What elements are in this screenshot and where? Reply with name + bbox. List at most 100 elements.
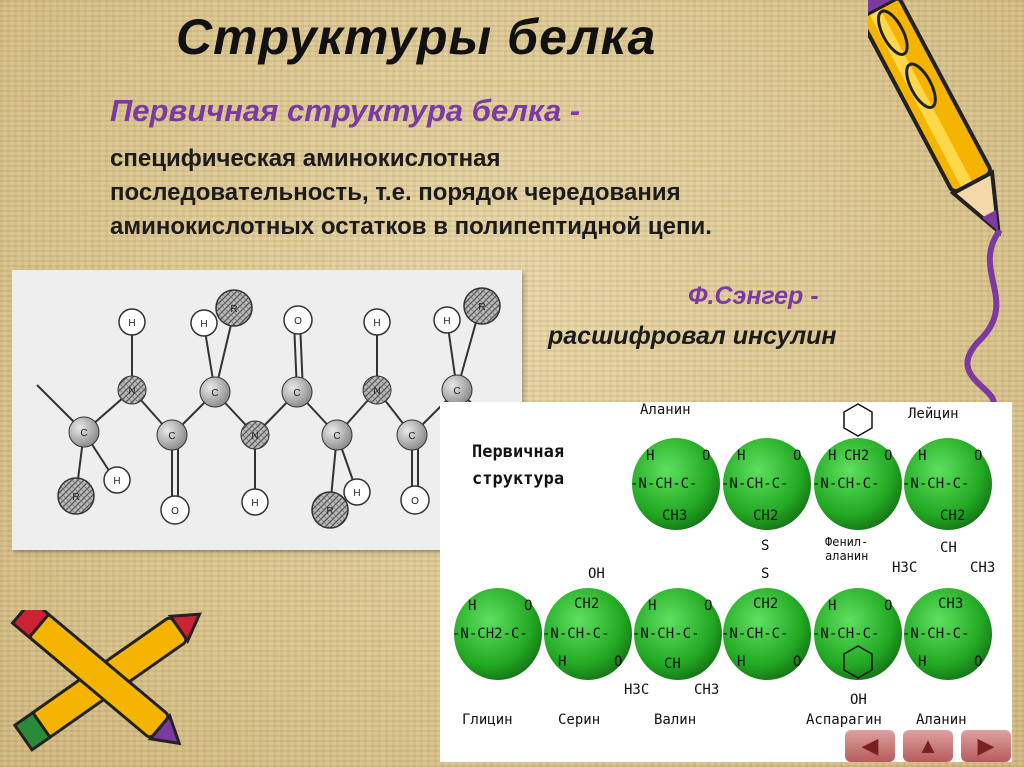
atom-label: C — [333, 431, 340, 442]
residue-name: Серин — [558, 712, 600, 728]
group-label: CH3 — [694, 682, 719, 698]
atom-label: S — [761, 566, 769, 582]
atom-label: O — [884, 598, 892, 614]
group-label: CH — [664, 656, 681, 672]
atom-label: O — [524, 598, 532, 614]
residue-name: аланин — [825, 549, 868, 563]
residue-name: Аланин — [916, 712, 967, 728]
home-button[interactable]: ▲ — [903, 730, 953, 762]
atom-label: H — [828, 448, 836, 464]
residue-name: Валин — [654, 712, 696, 728]
group-label: CH3 — [938, 596, 963, 612]
atom-label: C — [408, 431, 415, 442]
navigation-bar: ◀ ▲ ▶ — [845, 728, 1015, 764]
residue-formula: -N-CH2-C- — [452, 626, 528, 642]
group-label: CH2 — [753, 596, 778, 612]
group-label: CH2 — [940, 508, 965, 524]
atom-label: R — [326, 506, 333, 517]
atom-label: H — [353, 488, 360, 499]
ball-stick-svg: H H H H H H H N N N C C C C C C C O O O … — [36, 287, 508, 529]
atom-label: H — [251, 498, 258, 509]
residue-name: Аланин — [640, 402, 691, 418]
atom-label: O — [884, 448, 892, 464]
residue-formula: -N-CH-C- — [902, 476, 969, 492]
atom-label: H — [373, 318, 380, 329]
benzene-ring-icon — [843, 403, 873, 437]
atom-label: C — [168, 431, 175, 442]
prev-slide-button[interactable]: ◀ — [845, 730, 895, 762]
atom-label: O — [793, 654, 801, 670]
atom-label: O — [702, 448, 710, 464]
group-label: CH2 — [844, 448, 869, 464]
residue-name: Аспарагин — [806, 712, 882, 728]
atom-label: O — [974, 448, 982, 464]
crayons-icon — [10, 610, 202, 752]
arrow-left-icon: ◀ — [861, 733, 879, 758]
residue-formula: -N-CH-C- — [542, 626, 609, 642]
atom-label: H — [558, 654, 566, 670]
atom-label: H — [468, 598, 476, 614]
sanger-description: расшифровал инсулин — [548, 322, 837, 350]
residue-formula: -N-CH-C- — [721, 626, 788, 642]
sanger-name: Ф.Сэнгер - — [688, 282, 819, 310]
benzene-ring-icon — [843, 645, 873, 679]
diagram-label: структура — [472, 469, 564, 489]
residue-formula: -N-CH-C- — [812, 476, 879, 492]
primary-structure-svg: Первичная структура Аланин Лейцин Фенил-… — [452, 402, 995, 728]
slide-title: Структуры белка — [176, 9, 657, 65]
residue-formula: -N-CH-C- — [632, 626, 699, 642]
atom-label: C — [453, 386, 460, 397]
diagram-label: Первичная — [472, 442, 564, 462]
atom-label: H — [443, 316, 450, 327]
pencil-icon — [868, 0, 1001, 237]
definition-text: специфическая аминокислотная последовате… — [110, 142, 712, 244]
atom-label: O — [793, 448, 801, 464]
atom-label: H — [918, 654, 926, 670]
atom-label: O — [974, 654, 982, 670]
atom-label: N — [373, 386, 380, 397]
residue-formula: -N-CH-C- — [721, 476, 788, 492]
atom-label: R — [478, 302, 485, 313]
atom-label: C — [293, 388, 300, 399]
atom-label: S — [761, 538, 769, 554]
atom-label: O — [294, 316, 302, 327]
atom-label: H — [737, 448, 745, 464]
definition-heading: Первичная структура белка - — [110, 93, 581, 128]
atom-label: C — [211, 388, 218, 399]
atom-label: R — [230, 304, 237, 315]
residue-formula: -N-CH-C- — [902, 626, 969, 642]
group-label: CH3 — [970, 560, 995, 576]
atom-label: R — [72, 492, 79, 503]
atom-label: O — [411, 496, 419, 507]
atom-label: C — [80, 428, 87, 439]
residue-formula: -N-CH-C- — [630, 476, 697, 492]
group-label: CH3 — [662, 508, 687, 524]
group-label: H3C — [892, 560, 917, 576]
atom-label: H — [918, 448, 926, 464]
definition-line: последовательность, т.е. порядок чередов… — [110, 179, 681, 206]
definition-line: аминокислотных остатков в полипептидной … — [110, 213, 712, 240]
definition-line: специфическая аминокислотная — [110, 145, 501, 172]
group-label: CH2 — [753, 508, 778, 524]
next-slide-button[interactable]: ▶ — [961, 730, 1011, 762]
atom-label: H — [737, 654, 745, 670]
group-label: H3C — [624, 682, 649, 698]
atom-label: H — [648, 598, 656, 614]
nitrogen-atoms — [117, 375, 392, 450]
group-label: OH — [850, 692, 867, 708]
atom-label: H — [128, 318, 135, 329]
polypeptide-ball-stick-diagram: H H H H H H H N N N C C C C C C C O O O … — [12, 270, 522, 550]
group-label: CH2 — [574, 596, 599, 612]
atom-label: H — [646, 448, 654, 464]
decorative-swirl — [964, 230, 1003, 410]
atom-label: O — [704, 598, 712, 614]
atom-label: H — [113, 476, 120, 487]
group-label: OH — [588, 566, 605, 582]
group-label: CH — [940, 540, 957, 556]
atom-label: N — [128, 386, 135, 397]
atom-label: N — [251, 431, 258, 442]
atom-label: O — [171, 506, 179, 517]
residue-name: Фенил- — [825, 535, 868, 549]
arrow-right-icon: ▶ — [977, 733, 995, 758]
atom-label: O — [614, 654, 622, 670]
